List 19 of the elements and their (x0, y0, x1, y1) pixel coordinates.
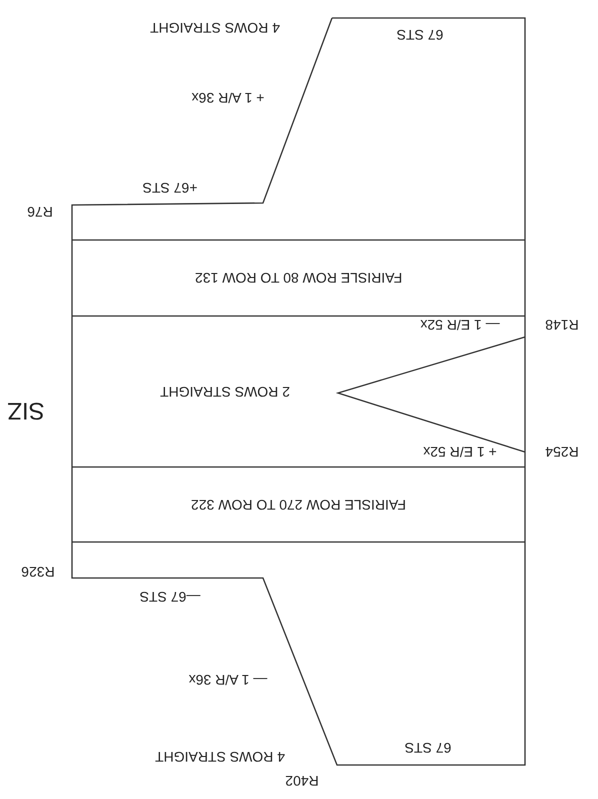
shaping-note: — 1 E/R 52x (420, 318, 500, 332)
row-marker: R148 (545, 318, 579, 332)
shaping-note: + 1 A/R 36x (192, 91, 264, 105)
row-marker: R76 (27, 205, 53, 219)
stitch-count: —67 STS (140, 590, 200, 604)
row-note: 4 ROWS STRAIGHT (155, 750, 285, 764)
stitch-count: +67 STS (142, 181, 198, 195)
row-marker: R254 (545, 445, 579, 459)
row-marker: R326 (21, 565, 55, 579)
stitch-count: 67 STS (404, 741, 452, 755)
shaping-note: — 1 A/R 36x (188, 673, 268, 687)
band-label: FAIRISLE ROW 270 TO ROW 322 (191, 496, 406, 512)
stitch-count: 67 STS (396, 28, 444, 42)
shaping-note: + 1 E/R 52x (423, 445, 497, 459)
title-text: SIZ (7, 398, 45, 422)
row-marker: R402 (285, 774, 319, 788)
row-note: 2 ROWS STRAIGHT (160, 385, 290, 399)
band-label: FAIRISLE ROW 80 TO ROW 132 (194, 270, 402, 286)
row-note: 4 ROWS STRAIGHT (150, 21, 280, 35)
